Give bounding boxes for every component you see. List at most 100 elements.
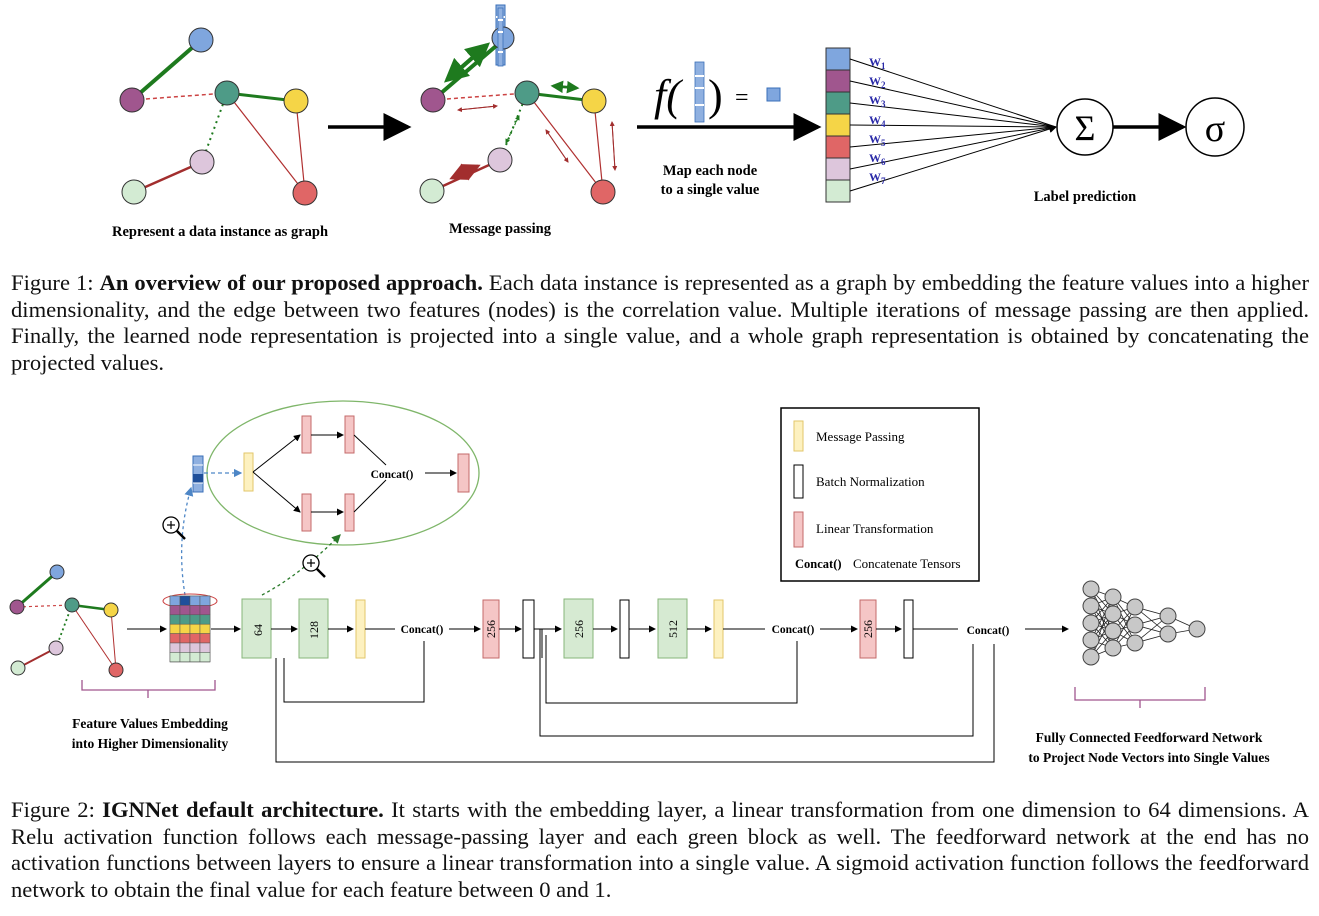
projection-function: f( ) = bbox=[654, 61, 781, 123]
node-red bbox=[590, 179, 616, 205]
map-label-line1: Map each node bbox=[663, 163, 758, 179]
matrix-cell bbox=[189, 642, 201, 653]
node-teal bbox=[514, 80, 540, 106]
matrix-cell bbox=[189, 614, 201, 625]
caption-prefix: Figure 2: bbox=[11, 797, 103, 822]
matrix-cell bbox=[189, 652, 201, 663]
svg-text:): ) bbox=[708, 71, 723, 120]
matrix-cell bbox=[199, 605, 211, 616]
ffn-neuron bbox=[1126, 634, 1144, 652]
node-lightgreen bbox=[419, 178, 445, 204]
message-passing-block bbox=[713, 599, 724, 659]
node-value-stack bbox=[825, 47, 851, 203]
legend-batch-norm: Batch Normalization bbox=[816, 474, 925, 489]
ffn-neuron bbox=[1159, 625, 1177, 643]
message-passing-graph bbox=[419, 4, 618, 205]
node-yellow bbox=[581, 88, 607, 114]
matrix-cell bbox=[179, 614, 191, 625]
ffn-neuron bbox=[1104, 588, 1122, 606]
matrix-cell bbox=[199, 642, 211, 653]
embedding-label-2: into Higher Dimensionality bbox=[72, 736, 229, 751]
matrix-cell bbox=[169, 623, 181, 634]
legend-concat-desc: Concatenate Tensors bbox=[853, 556, 961, 571]
ffn-label-1: Fully Connected Feedforward Network bbox=[1036, 730, 1263, 745]
node-blue bbox=[188, 27, 214, 53]
map-label-line2: to a single value bbox=[661, 182, 760, 198]
matrix-cell bbox=[169, 652, 181, 663]
ffn-neuron bbox=[1126, 616, 1144, 634]
matrix-cell bbox=[179, 605, 191, 616]
legend: Message Passing Batch Normalization Line… bbox=[780, 407, 980, 582]
ffn-brace bbox=[1074, 687, 1206, 708]
zoom-icon bbox=[162, 516, 186, 540]
matrix-cell bbox=[199, 633, 211, 644]
caption-text: Each data instance is represented as a g… bbox=[11, 270, 1309, 375]
matrix-cell bbox=[169, 605, 181, 616]
weight-lines bbox=[849, 58, 1057, 192]
concat-label-3: Concat() bbox=[967, 625, 1010, 637]
ffn-neuron bbox=[1082, 648, 1100, 666]
block-256c-label: 256 bbox=[861, 620, 875, 638]
matrix-cell bbox=[179, 652, 191, 663]
node-lightgreen bbox=[121, 179, 147, 205]
matrix-cell bbox=[189, 595, 201, 606]
matrix-cell bbox=[179, 642, 191, 653]
input-graph bbox=[9, 564, 124, 678]
block-256a-label: 256 bbox=[484, 620, 498, 638]
weight-label: W2 bbox=[869, 74, 886, 90]
sigmoid-node bbox=[1185, 97, 1245, 157]
message-panel-label: Message passing bbox=[449, 221, 552, 237]
ffn-label-2: to Project Node Vectors into Single Valu… bbox=[1028, 750, 1269, 765]
sum-symbol: Σ bbox=[1075, 108, 1096, 148]
zoom-icon bbox=[302, 554, 326, 578]
matrix-cell bbox=[179, 595, 191, 606]
matrix-cell bbox=[179, 633, 191, 644]
weight-labels: W1 W2 W3 W4 W5 W6 W7 bbox=[869, 55, 886, 186]
legend-message-passing: Message Passing bbox=[816, 429, 905, 444]
block-128-label: 128 bbox=[307, 621, 321, 639]
block-64 bbox=[241, 598, 272, 659]
weight-label: W1 bbox=[869, 55, 886, 71]
ffn-neuron bbox=[1082, 580, 1100, 598]
figure-2-diagram: Message Passing Batch Normalization Line… bbox=[9, 400, 1270, 765]
legend-concat-key: Concat() bbox=[795, 557, 842, 571]
zoom-path-green bbox=[261, 534, 341, 596]
block-512 bbox=[657, 598, 688, 659]
caption-title: IGNNet default architecture. bbox=[102, 797, 384, 822]
batch-norm-block bbox=[619, 599, 630, 659]
node-red bbox=[292, 180, 318, 206]
batch-norm-block bbox=[903, 599, 914, 659]
label-prediction-label: Label prediction bbox=[1034, 189, 1136, 205]
concat-label-2: Concat() bbox=[772, 624, 815, 636]
caption-text: It starts with the embedding layer, a li… bbox=[11, 797, 1309, 902]
embedding-matrix bbox=[162, 593, 218, 663]
embedding-label-1: Feature Values Embedding bbox=[72, 716, 228, 731]
ffn-neuron bbox=[1082, 631, 1100, 649]
embedding-brace bbox=[81, 680, 216, 698]
message-passing-detail: Concat() bbox=[206, 400, 480, 546]
node-yellow bbox=[283, 88, 309, 114]
figure-1: Represent a data instance as graph bbox=[0, 0, 1319, 250]
weight-label: W3 bbox=[869, 93, 886, 109]
ffn-neuron bbox=[1126, 598, 1144, 616]
ffn-neuron bbox=[1082, 597, 1100, 615]
matrix-cell bbox=[199, 614, 211, 625]
ffn-neuron bbox=[1188, 620, 1206, 638]
caption-prefix: Figure 1: bbox=[11, 270, 100, 295]
ffn-neuron bbox=[1104, 639, 1122, 657]
ffn-neuron bbox=[1104, 622, 1122, 640]
input-graph bbox=[119, 27, 318, 206]
node-purple bbox=[119, 87, 145, 113]
message-passing-block bbox=[355, 599, 366, 659]
matrix-cell bbox=[169, 633, 181, 644]
node-lavender bbox=[189, 149, 215, 175]
figure-2-caption: Figure 2: IGNNet default architecture. I… bbox=[11, 797, 1309, 903]
svg-text:f(: f( bbox=[654, 71, 683, 120]
detail-concat-label: Concat() bbox=[371, 469, 414, 481]
ffn-neuron bbox=[1159, 607, 1177, 625]
concat-label-1: Concat() bbox=[401, 624, 444, 636]
matrix-cell bbox=[199, 623, 211, 634]
weight-label: W5 bbox=[869, 132, 886, 148]
legend-linear: Linear Transformation bbox=[816, 521, 934, 536]
node-teal bbox=[214, 80, 240, 106]
